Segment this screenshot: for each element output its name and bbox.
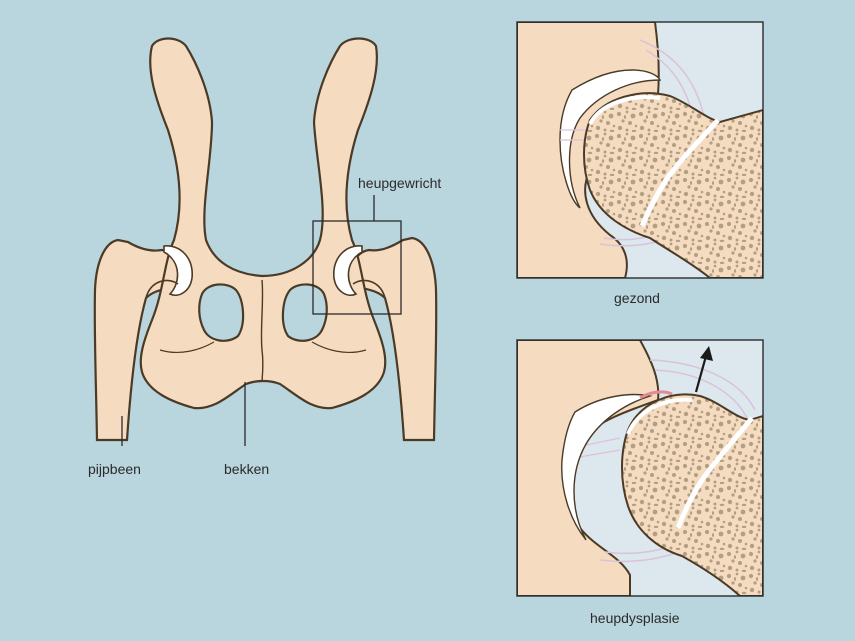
hip-joint-highlight-box (312, 220, 402, 315)
inflamed-rim (639, 390, 673, 400)
label-dysplasia: heupdysplasie (590, 610, 680, 626)
inset-healthy (516, 21, 764, 279)
healthy-femoral-head (583, 92, 763, 278)
right-hip-cartilage (333, 245, 363, 296)
left-femur (93, 238, 181, 442)
right-obturator-foramen (281, 283, 328, 342)
label-pelvis: bekken (224, 461, 269, 477)
inset-dysplasia (516, 339, 764, 597)
arrow-up-right-icon (694, 346, 713, 393)
label-femur: pijpbeen (88, 461, 141, 477)
label-hip-joint: heupgewricht (358, 175, 441, 191)
right-femur (350, 236, 438, 442)
left-hip-cartilage (163, 245, 193, 296)
pelvis-illustration (93, 37, 438, 446)
label-healthy: gezond (614, 290, 660, 306)
left-obturator-foramen (198, 283, 245, 342)
